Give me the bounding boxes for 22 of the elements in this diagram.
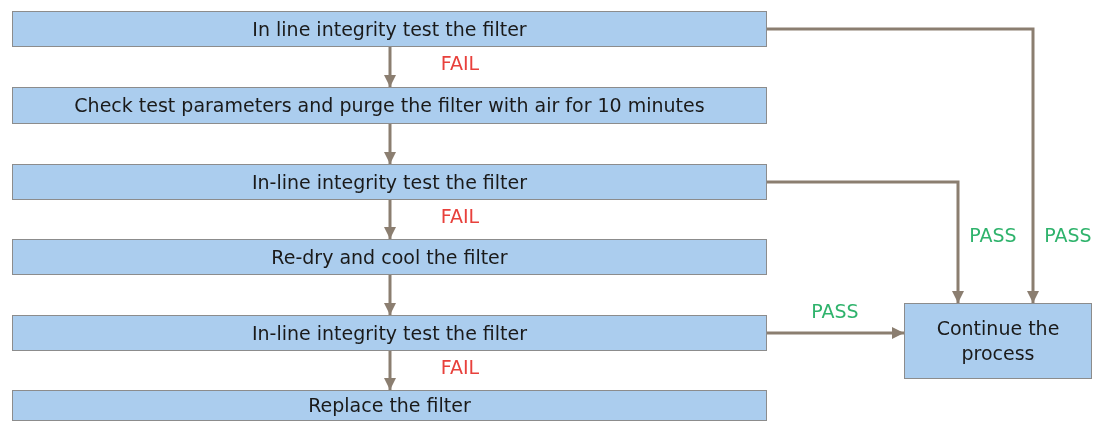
- box-text: In line integrity test the filter: [252, 16, 527, 42]
- arrow: [384, 47, 396, 87]
- process-box: [12, 239, 767, 275]
- box-text: Check test parameters and purge the filter with air for 10 minutes: [74, 93, 705, 118]
- arrow: [767, 327, 904, 339]
- process-box: [12, 315, 767, 351]
- arrow: [384, 124, 396, 164]
- process-box: [904, 303, 1092, 379]
- process-box: [12, 390, 767, 421]
- arrow: [767, 180, 964, 303]
- process-box: [12, 11, 767, 47]
- arrow: [384, 351, 396, 390]
- box-text: Continue the process: [935, 316, 1061, 366]
- box-text: Replace the filter: [308, 393, 471, 418]
- arrow: [384, 200, 396, 239]
- box-text: Re-dry and cool the filter: [271, 244, 508, 270]
- process-box: [12, 164, 767, 200]
- box-text: In-line integrity test the filter: [251, 320, 528, 346]
- box-text: In-line integrity test the filter: [251, 169, 528, 195]
- arrow: [767, 27, 1039, 303]
- process-box: [12, 87, 767, 124]
- arrow: [384, 275, 396, 315]
